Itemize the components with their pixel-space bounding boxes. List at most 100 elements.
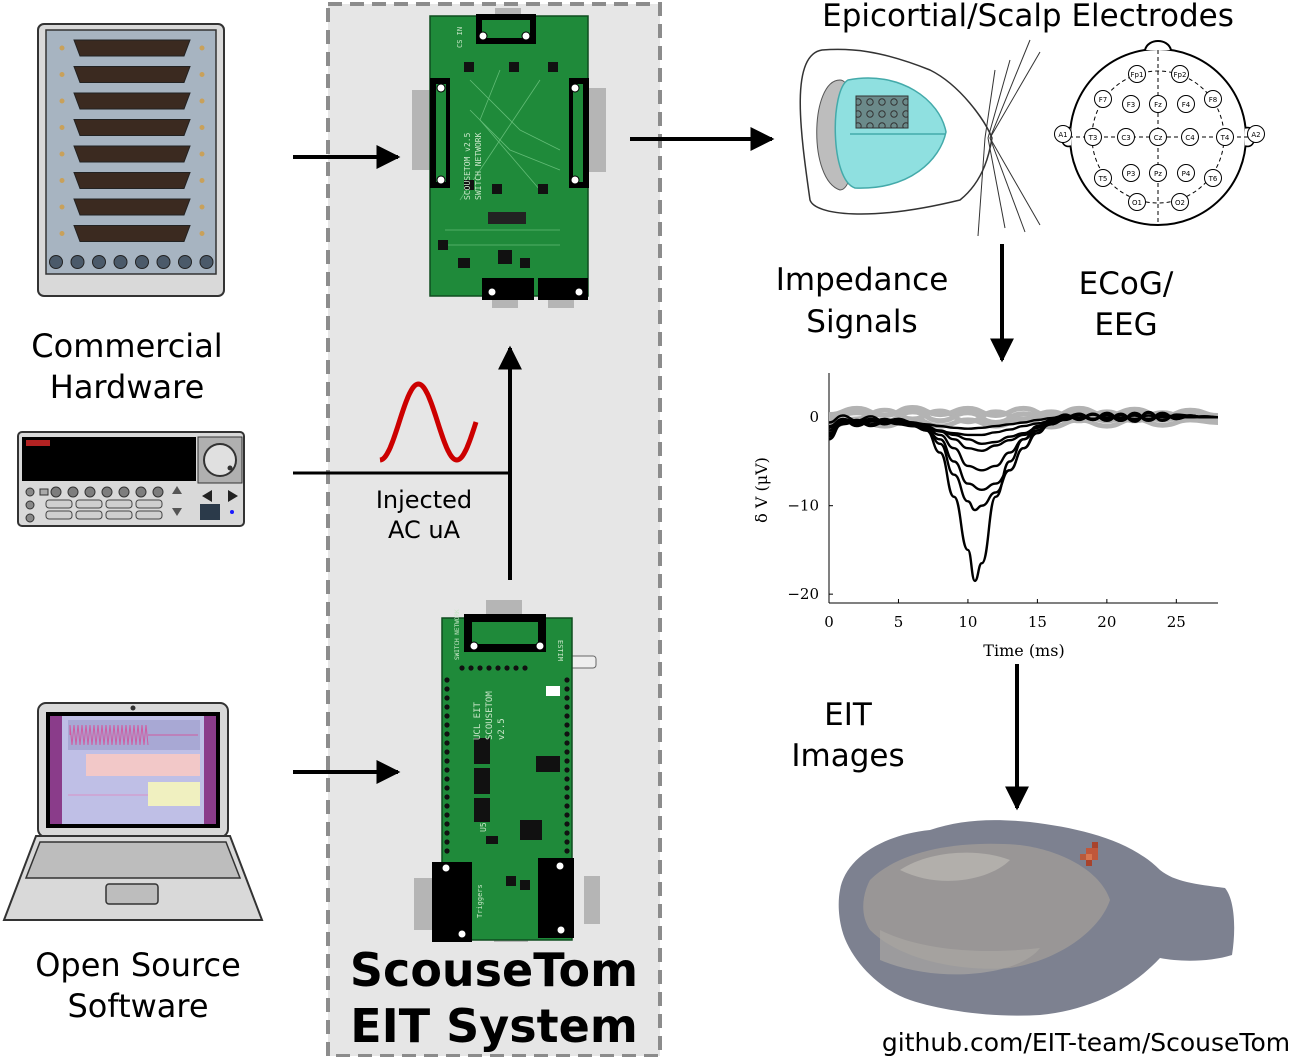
switch-network-pcb: SCOUSETOM v2.5 SWITCH NETWORK CS IN [412,8,606,308]
electrode-label: P4 [1182,170,1191,178]
y-axis-label: δ V (μV) [752,457,771,523]
electrode-t5 [1094,169,1112,187]
db-connector-icon [73,225,191,242]
x-tick-label: 25 [1167,613,1186,631]
electrodes-title: Epicortial/Scalp Electrodes [822,0,1234,34]
pcb-top-label-2: SWITCH NETWORK [474,132,483,200]
electrode-p3 [1122,164,1140,182]
electrode-label: F8 [1209,96,1217,104]
electrode-label: Pz [1154,170,1162,178]
db-connector-icon [73,145,191,163]
y-tick-label: −20 [787,585,819,603]
pcb-top-corner-label: CS IN [456,27,464,48]
electrode-t4 [1216,128,1234,146]
rack-socket-icon [92,255,106,269]
signal-chart: 0 5 10 15 20 25 0 −10 −20 Time (ms) δ V (μV) [752,373,1219,660]
rat-brain-epicortical-icon [799,39,1041,237]
electrode-label: T6 [1208,175,1218,183]
pcb-bottom-triggers-label: Triggers [476,884,484,918]
electrode-label: A2 [1251,131,1260,139]
electrode-f8 [1204,90,1222,108]
electrode-p4 [1177,164,1195,182]
injected-label-1: Injected [376,486,472,514]
electrode-t3 [1084,128,1102,146]
electrode-label: A1 [1058,131,1067,139]
electrode-c4 [1181,128,1199,146]
y-tick-label: 0 [809,408,819,426]
electrode-t6 [1204,169,1222,187]
electrode-label: F4 [1182,101,1191,109]
pcb-bottom-side-label: ESTIM [556,640,564,661]
electrode-label: C3 [1121,134,1130,142]
github-link[interactable]: github.com/EIT-team/ScouseTom [882,1028,1290,1057]
response-trace-4 [828,410,1218,583]
x-tick-label: 10 [958,613,977,631]
electrode-label: F7 [1099,96,1107,104]
electrode-cz [1149,128,1167,146]
electrode-label: O2 [1175,199,1185,207]
commercial-hardware-label-2: Hardware [50,368,205,406]
current-source-icon [17,431,245,527]
electrode-label: F3 [1127,101,1135,109]
db-connector-icon [73,92,191,110]
x-tick-label: 20 [1097,613,1116,631]
x-tick-label: 0 [824,613,834,631]
electrode-label: T4 [1220,134,1230,142]
impedance-signals-label-2: Signals [806,304,917,340]
impedance-signals-label-1: Impedance [776,262,949,298]
pcb-bottom-top-label: SWITCH NETWORK [454,609,461,660]
db-connector-icon [73,198,191,216]
x-tick-label: 5 [894,613,904,631]
electrode-label: Fz [1154,101,1162,109]
db-connector-icon [73,119,191,136]
pcb-bottom-label-2: SCOUSETOM [485,691,495,740]
x-tick-label: 15 [1028,613,1047,631]
electrode-label: C4 [1185,134,1195,142]
pcb-top-label-1: SCOUSETOM v2.5 [463,132,472,200]
electrode-a1 [1054,125,1072,143]
eit-images-label-1: EIT [824,697,873,733]
ecog-eeg-label-2: EEG [1094,307,1157,343]
pcb-bottom-label-1: UCL EIT [473,701,483,740]
ecog-eeg-label-1: ECoG/ [1079,266,1174,302]
response-trace-10 [828,413,1218,437]
electrode-a2 [1247,125,1265,143]
electrode-o2 [1171,193,1189,211]
electrode-f3 [1122,95,1140,113]
open-source-software-label-2: Software [67,987,208,1025]
injected-label-2: AC uA [388,516,461,544]
response-trace-11 [828,413,1218,430]
electrode-fz [1149,95,1167,113]
sine-wave-icon [379,381,479,463]
electrode-label: Fp1 [1131,71,1144,79]
db-connector-icon [73,39,191,57]
open-source-software-label-1: Open Source [35,946,241,984]
electrode-fp2 [1171,65,1189,83]
electrode-f4 [1177,95,1195,113]
pcb-bottom-u5-label: U5 [479,822,488,832]
rack-socket-icon [199,255,214,269]
electrode-rack-icon [37,23,225,297]
electrode-label: T3 [1088,134,1098,142]
db-connector-icon [73,66,191,83]
y-tick-label: −10 [787,497,819,515]
electrode-label: O1 [1132,199,1142,207]
eit-brain-image [838,820,1235,1016]
rack-socket-icon [135,255,149,269]
system-name-line-1: ScouseTom [350,943,638,997]
rack-socket-icon [70,255,85,269]
system-name-line-2: EIT System [350,999,638,1053]
commercial-hardware-label-1: Commercial [31,327,222,365]
x-axis-label: Time (ms) [983,641,1064,660]
controller-pcb: UCL EIT SCOUSETOM v2.5 SWITCH NETWORK ES… [414,600,600,942]
electrode-label: Cz [1154,134,1163,142]
rack-socket-icon [178,255,192,269]
electrode-label: P3 [1127,170,1136,178]
electrode-label: Fp2 [1174,71,1187,79]
rack-socket-icon [49,255,63,269]
eit-images-label-2: Images [791,738,904,774]
electrode-c3 [1117,128,1135,146]
rack-socket-icon [113,255,128,269]
